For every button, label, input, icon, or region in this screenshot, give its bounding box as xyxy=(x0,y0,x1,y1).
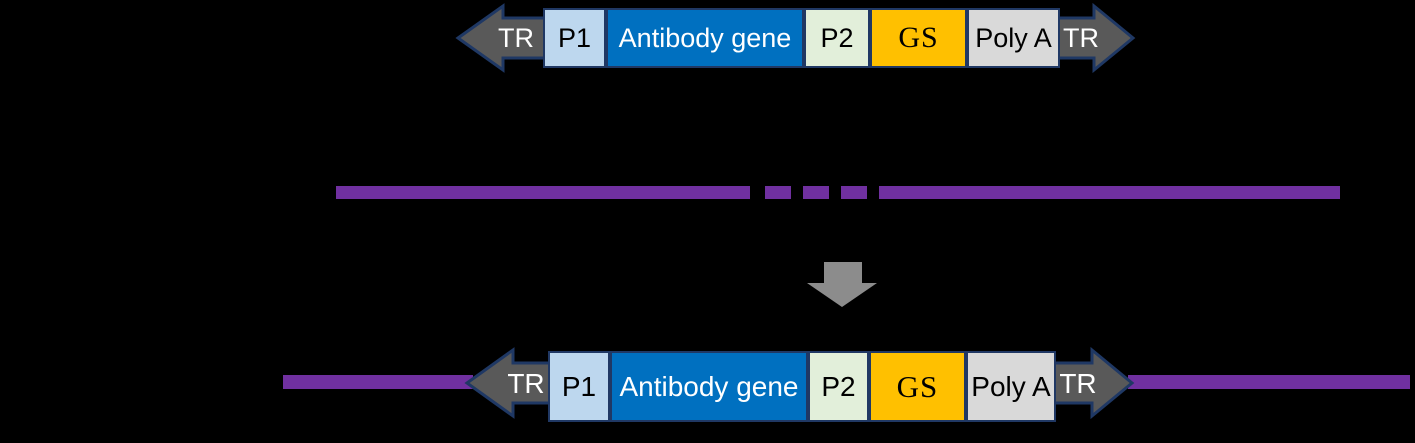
tr-arrow-left-icon xyxy=(464,347,559,419)
segment-p2: P2 xyxy=(808,351,869,422)
genome-line-top-segment xyxy=(765,186,791,199)
tr-arrow-right-icon xyxy=(1052,346,1135,420)
genome-line-bottom-segment xyxy=(283,375,473,389)
genome-line-top-segment xyxy=(336,186,750,199)
down-arrow-icon xyxy=(807,262,877,307)
segment-gs: GS xyxy=(870,8,967,68)
segment-p1: P1 xyxy=(543,8,606,68)
genome-line-top-segment xyxy=(879,186,1340,199)
segment-gs: GS xyxy=(869,351,966,422)
segment-p1: P1 xyxy=(548,351,610,422)
segment-antibody-gene: Antibody gene xyxy=(606,8,804,68)
segment-poly-a: Poly A xyxy=(966,351,1056,422)
genome-line-top-segment xyxy=(803,186,829,199)
genome-line-top-segment xyxy=(841,186,867,199)
tr-arrow-right-icon xyxy=(1055,2,1136,74)
genome-line-bottom-segment xyxy=(1128,375,1410,389)
segment-antibody-gene: Antibody gene xyxy=(610,351,808,422)
segment-p2: P2 xyxy=(804,8,870,68)
segment-poly-a: Poly A xyxy=(967,8,1060,68)
